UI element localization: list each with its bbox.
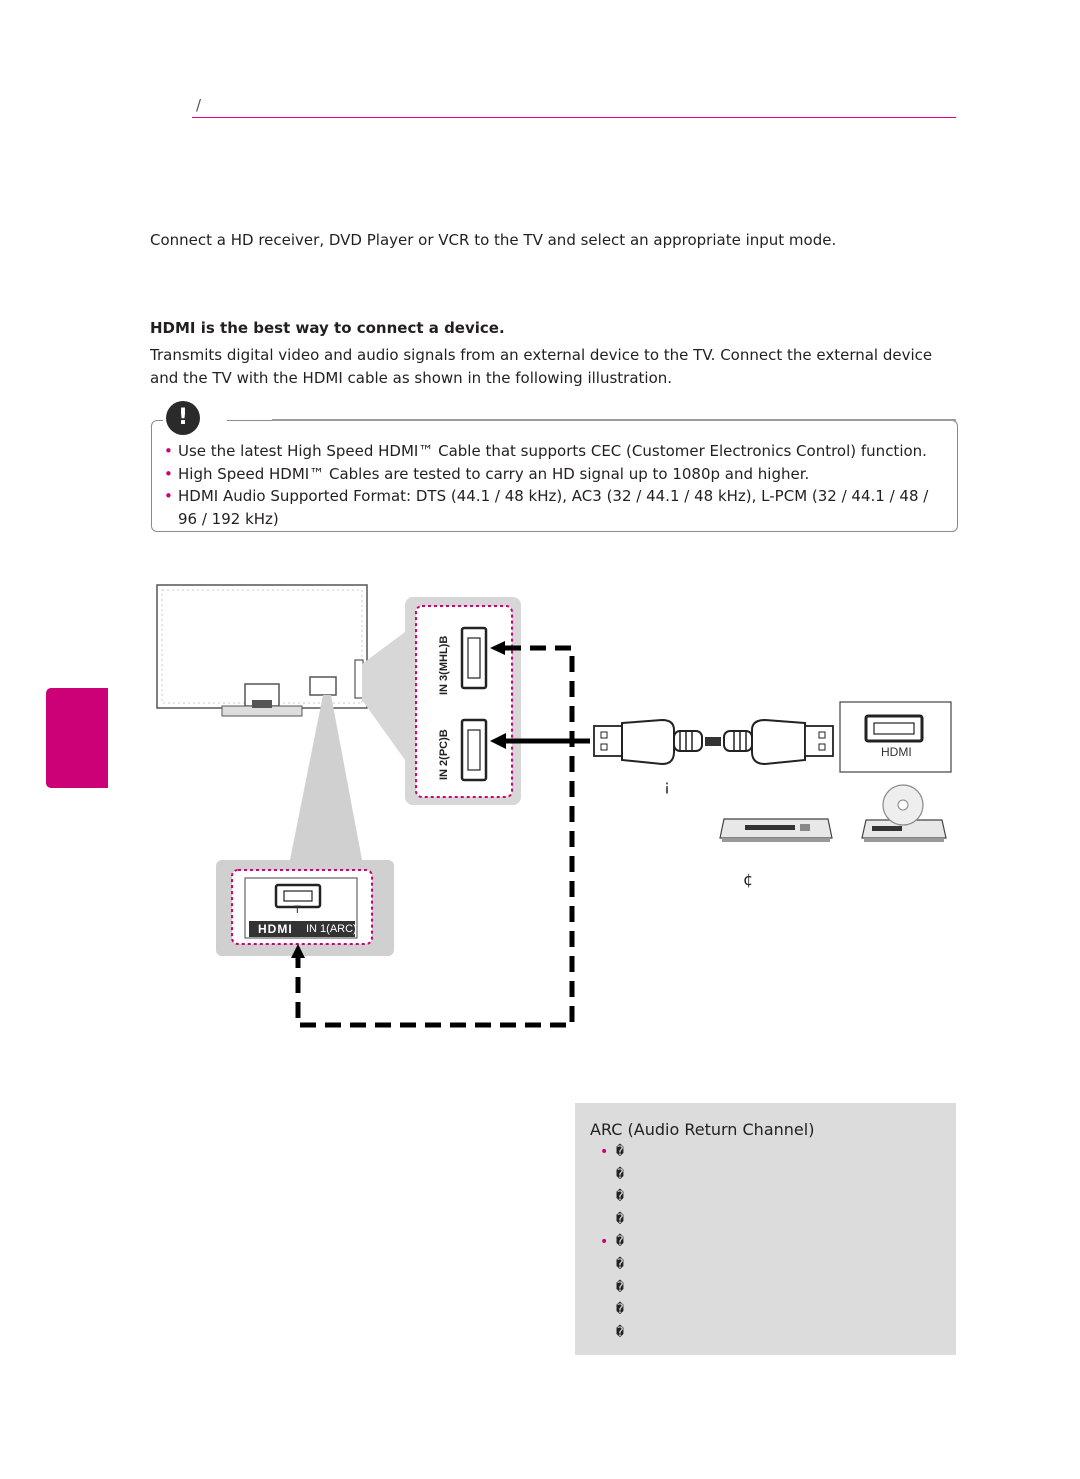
arc-garbled-line: � xyxy=(616,1167,624,1182)
cable-glyph: ¡ xyxy=(664,777,671,795)
intro-text: Connect a HD receiver, DVD Player or VCR… xyxy=(150,231,837,249)
note-title-rule xyxy=(272,419,956,421)
zoom-callout-bottom xyxy=(290,695,362,860)
device-port-label: HDMI xyxy=(881,745,912,759)
hdmi-description: Transmits digital video and audio signal… xyxy=(150,346,933,387)
arc-bullet: • xyxy=(600,1144,609,1160)
hdmi-cable xyxy=(593,718,834,766)
header-rule xyxy=(192,117,956,118)
arc-garbled-line: � xyxy=(616,1302,624,1317)
side-hdmi-logo: HDMI xyxy=(258,922,293,936)
note-item: HDMI Audio Supported Format: DTS (44.1 /… xyxy=(162,485,947,530)
device-hdmi-port xyxy=(839,701,952,773)
arc-title: ARC (Audio Return Channel) xyxy=(590,1120,815,1139)
arc-info-box xyxy=(575,1103,956,1355)
side-port-marker: T xyxy=(294,904,301,916)
tv-back-illustration xyxy=(156,584,368,717)
arc-garbled-line: � xyxy=(616,1144,624,1159)
note-list: Use the latest High Speed HDMI™ Cable th… xyxy=(162,440,947,530)
disc-player-icon xyxy=(861,784,947,842)
arc-garbled-line: � xyxy=(616,1212,624,1227)
arc-garbled-line: � xyxy=(616,1257,624,1272)
port-label-in3: IN 3(MHL)B xyxy=(438,635,450,695)
note-item: High Speed HDMI™ Cables are tested to ca… xyxy=(162,463,947,486)
note-item: Use the latest High Speed HDMI™ Cable th… xyxy=(162,440,947,463)
arc-garbled-line: � xyxy=(616,1280,624,1295)
side-port-panel xyxy=(216,860,394,956)
side-port-label: IN 1(ARC)B xyxy=(306,923,365,935)
arc-garbled-line: � xyxy=(616,1325,624,1340)
note-icon: ! xyxy=(166,401,200,435)
dvd-player-icon xyxy=(719,818,833,842)
back-port-panel xyxy=(405,597,521,805)
chapter-side-tab xyxy=(46,688,108,788)
hdmi-heading: HDMI is the best way to connect a device… xyxy=(150,319,505,337)
devices-glyph: ¢ xyxy=(743,870,754,889)
header-slash: / xyxy=(196,96,202,114)
arc-garbled-line: � xyxy=(616,1234,624,1249)
zoom-callout-top xyxy=(362,632,405,760)
arc-bullet: • xyxy=(600,1234,609,1250)
port-label-in2: IN 2(PC)B xyxy=(438,729,450,780)
arc-garbled-line: � xyxy=(616,1189,624,1204)
